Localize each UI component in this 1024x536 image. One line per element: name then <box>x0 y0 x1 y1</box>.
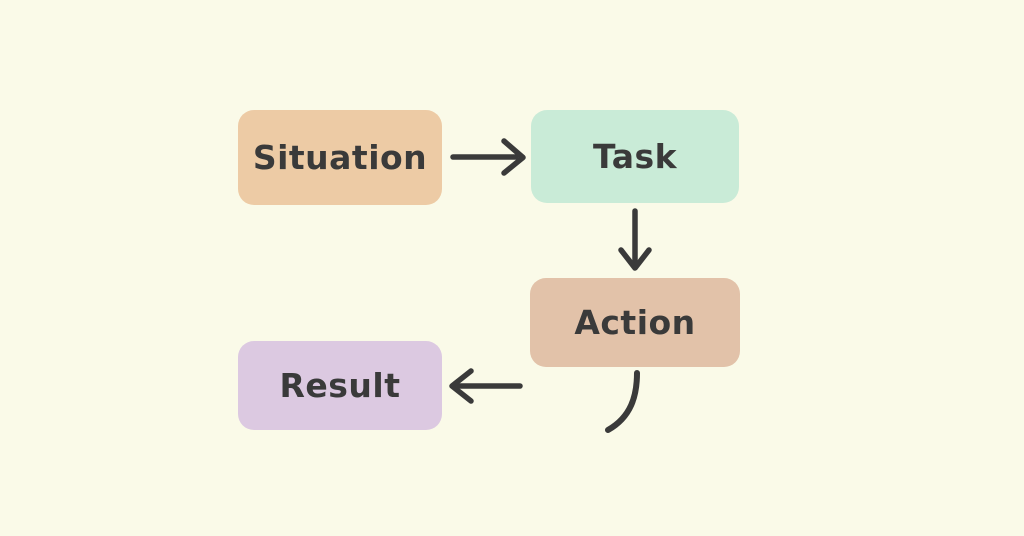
arrow-action-to-result-icon <box>449 368 640 433</box>
node-situation-label: Situation <box>252 138 428 177</box>
node-situation: Situation <box>238 110 442 205</box>
node-result: Result <box>238 341 442 430</box>
node-action-label: Action <box>574 303 696 342</box>
arrow-task-to-action-icon <box>618 208 652 271</box>
node-action: Action <box>530 278 740 367</box>
node-result-label: Result <box>279 366 401 405</box>
node-task: Task <box>531 110 739 203</box>
node-task-label: Task <box>592 137 678 176</box>
arrow-situation-to-task-icon <box>450 138 526 176</box>
